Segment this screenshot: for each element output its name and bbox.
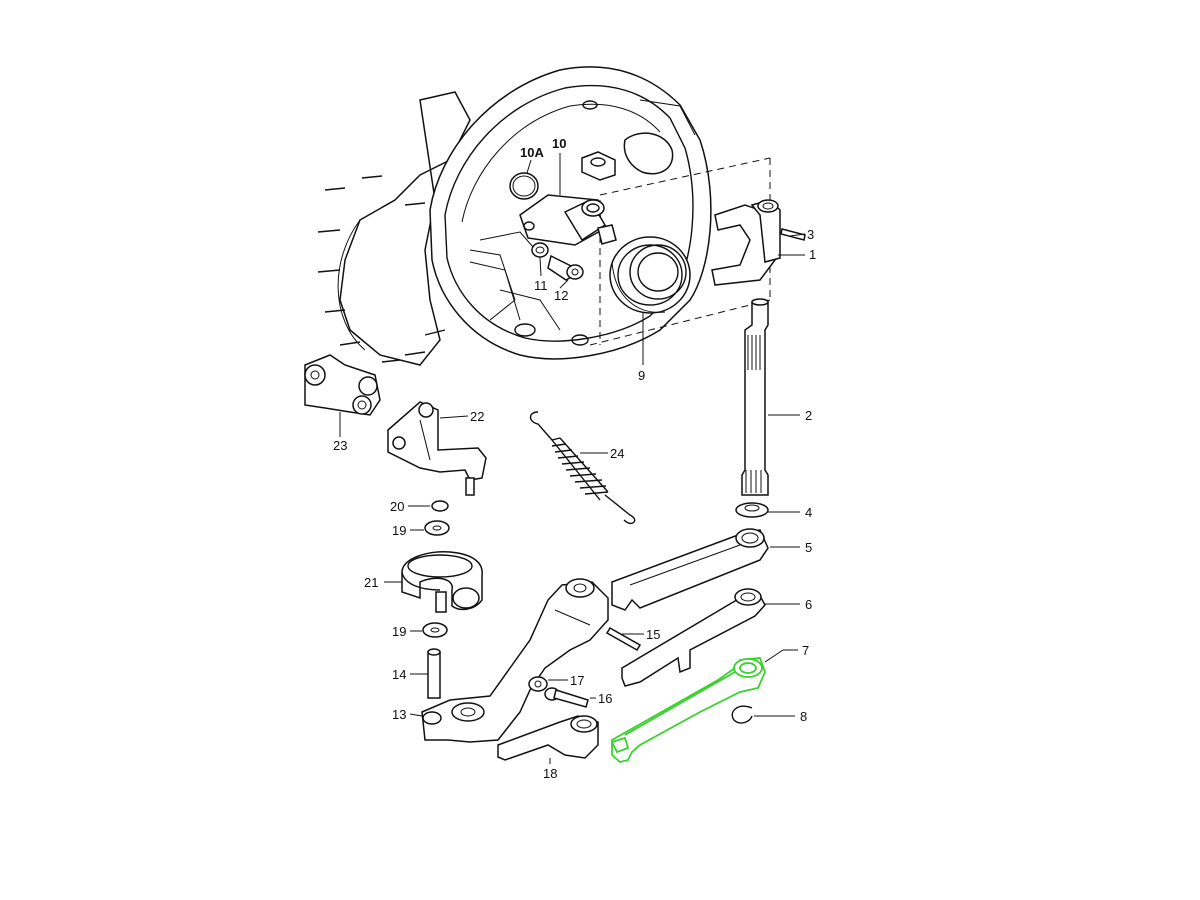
label-16: 16 <box>598 691 612 706</box>
label-12: 12 <box>554 288 568 303</box>
part-4-washer[interactable] <box>735 502 769 518</box>
part-2-shaft[interactable] <box>741 298 769 496</box>
part-15-pin[interactable] <box>605 626 642 652</box>
part-23-bracket[interactable] <box>304 354 381 416</box>
label-20: 20 <box>390 499 404 514</box>
label-5: 5 <box>805 540 812 555</box>
label-15: 15 <box>646 627 660 642</box>
part-17-nut[interactable] <box>528 676 548 692</box>
callout-labels: 10A 10 11 12 9 3 1 2 4 5 6 7 8 22 23 24 … <box>333 136 816 781</box>
label-24: 24 <box>610 446 624 461</box>
label-17: 17 <box>570 673 584 688</box>
label-7: 7 <box>802 643 809 658</box>
part-18-lever[interactable] <box>497 715 599 761</box>
part-11-spring-washer[interactable] <box>531 242 549 258</box>
label-23: 23 <box>333 438 347 453</box>
label-8: 8 <box>800 709 807 724</box>
part-20-ring[interactable] <box>431 500 449 512</box>
part-8-circlip[interactable] <box>731 705 753 724</box>
label-10a: 10A <box>520 145 544 160</box>
part-24-spring[interactable] <box>529 411 636 524</box>
part-1-release-fork[interactable] <box>711 199 781 286</box>
label-14: 14 <box>392 667 406 682</box>
part-3-pin[interactable] <box>780 228 806 241</box>
label-2: 2 <box>805 408 812 423</box>
part-6-lever[interactable] <box>621 588 766 687</box>
shaft-splines-top <box>747 335 761 370</box>
label-21: 21 <box>364 575 378 590</box>
part-19-washer-lower[interactable] <box>422 622 448 638</box>
label-6: 6 <box>805 597 812 612</box>
label-18: 18 <box>543 766 557 781</box>
label-10: 10 <box>552 136 566 151</box>
part-10a-o-ring[interactable] <box>509 172 539 200</box>
label-9: 9 <box>638 368 645 383</box>
part-21-bushing[interactable] <box>401 550 483 613</box>
label-4: 4 <box>805 505 812 520</box>
part-5-lever[interactable] <box>611 528 769 611</box>
label-19-upper: 19 <box>392 523 406 538</box>
transmission-housing[interactable] <box>317 66 712 366</box>
shaft-splines-bottom <box>745 470 762 493</box>
label-1: 1 <box>809 247 816 262</box>
leader-lines <box>339 153 806 764</box>
part-16-bolt[interactable] <box>544 687 589 708</box>
part-9-seal[interactable] <box>609 236 691 314</box>
label-3: 3 <box>807 227 814 242</box>
part-12-bolt[interactable] <box>547 254 584 281</box>
part-14-pin[interactable] <box>427 648 441 699</box>
part-22-bracket[interactable] <box>387 401 487 496</box>
part-19-washer-upper[interactable] <box>424 520 450 536</box>
label-13: 13 <box>392 707 406 722</box>
label-19-lower: 19 <box>392 624 406 639</box>
part-13-lever[interactable] <box>421 578 609 743</box>
label-11: 11 <box>534 278 548 293</box>
part-7-lever-highlighted[interactable] <box>610 657 766 763</box>
label-22: 22 <box>470 409 484 424</box>
housing-studs <box>317 175 446 363</box>
part-10-guide-tube[interactable] <box>519 194 617 246</box>
